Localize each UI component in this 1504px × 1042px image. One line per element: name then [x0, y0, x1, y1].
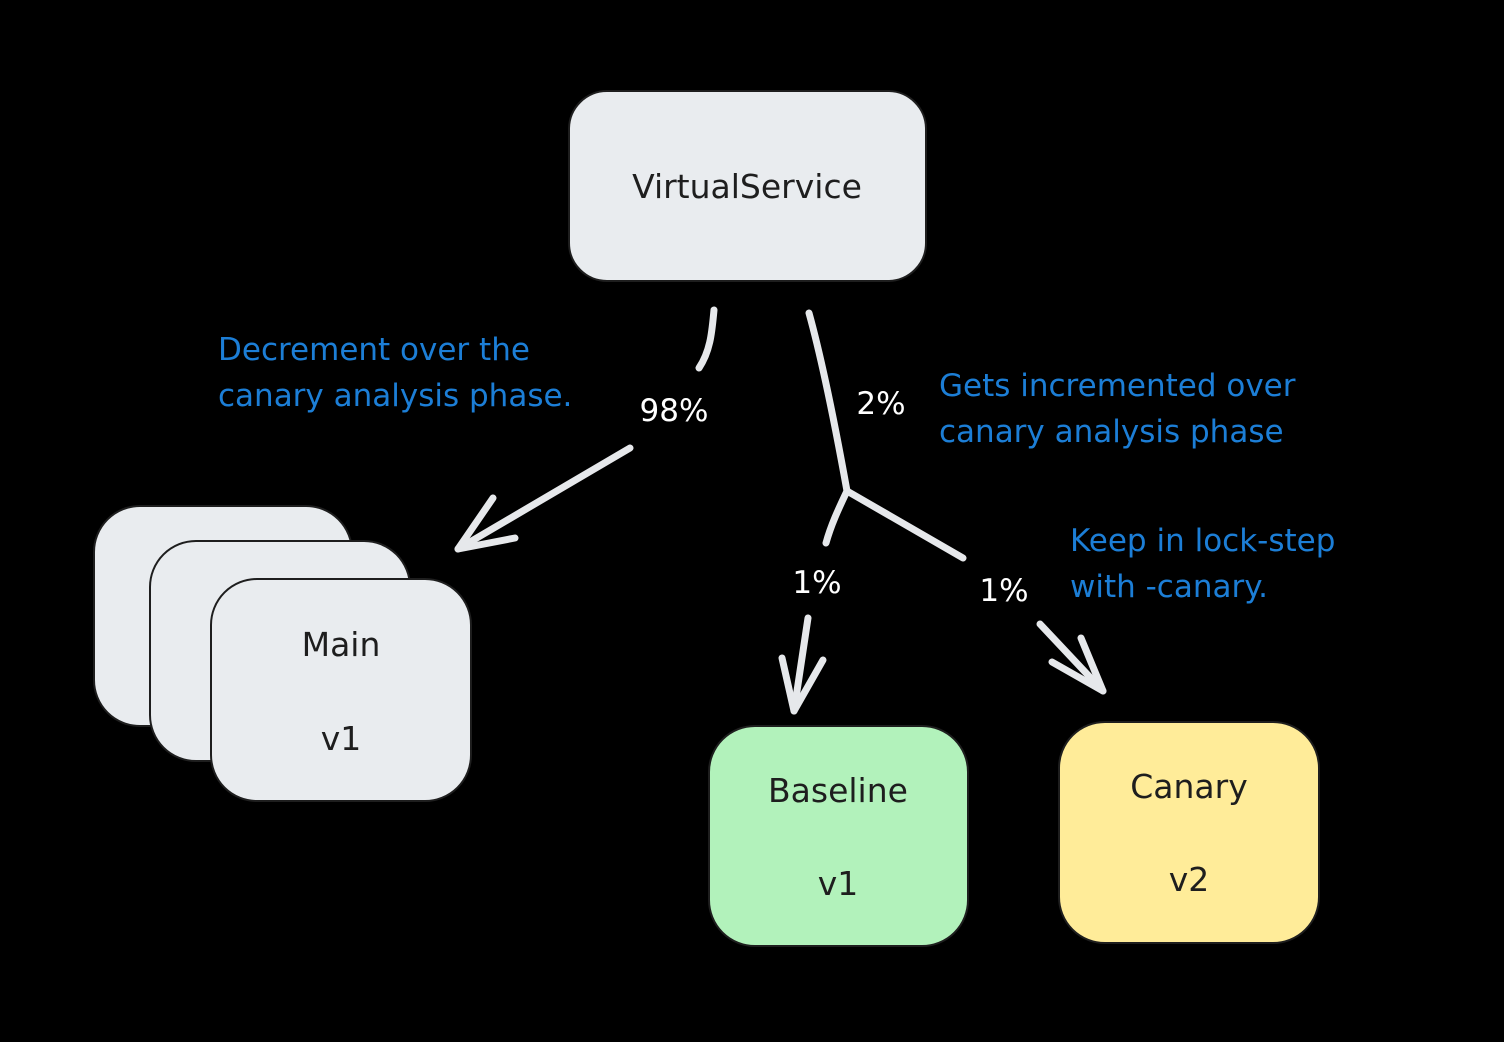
annotation-increment-line2: canary analysis phase: [939, 414, 1284, 450]
canary-node[interactable]: Canary v2: [1058, 721, 1320, 944]
edge-to-main-arrowhead: [454, 494, 519, 553]
edge-to-canary-line-top: [843, 487, 967, 562]
edge-to-main-label: 98%: [640, 393, 709, 429]
edge-to-baseline-line-top: [822, 487, 851, 547]
virtual-service-box: [568, 90, 927, 282]
main-node-title: Main: [302, 625, 381, 664]
annotation-decrement-line1: Decrement over the: [218, 332, 530, 368]
baseline-version: v1: [818, 864, 859, 903]
annotation-decrement-line2: canary analysis phase.: [218, 378, 572, 414]
edge-to-split-label: 2%: [856, 386, 905, 422]
baseline-box: [708, 725, 969, 947]
virtual-service-node[interactable]: VirtualService: [568, 90, 927, 282]
main-node-stack[interactable]: Main v1: [93, 505, 472, 802]
canary-version: v2: [1169, 860, 1210, 899]
baseline-node[interactable]: Baseline v1: [708, 725, 969, 947]
edge-to-canary-label: 1%: [979, 573, 1028, 609]
edge-to-main[interactable]: 98%: [454, 306, 718, 553]
edge-to-baseline-arrowhead: [778, 654, 827, 715]
edge-to-baseline[interactable]: 1%: [778, 487, 851, 715]
annotation-lockstep-line1: Keep in lock-step: [1070, 523, 1335, 559]
edge-to-main-line-bottom: [454, 444, 634, 553]
annotation-decrement: Decrement over the canary analysis phase…: [218, 332, 572, 414]
edge-to-baseline-label: 1%: [792, 565, 841, 601]
main-node-version: v1: [321, 719, 362, 758]
annotation-increment-line1: Gets incremented over: [939, 368, 1296, 404]
edge-to-main-line-top: [695, 306, 718, 372]
edge-to-canary-line-bottom: [1036, 620, 1107, 695]
edge-to-split[interactable]: 2%: [805, 309, 906, 495]
virtual-service-label: VirtualService: [632, 167, 862, 206]
edge-to-baseline-line-bottom: [790, 614, 812, 715]
annotation-increment: Gets incremented over canary analysis ph…: [939, 368, 1296, 450]
edge-to-split-line: [805, 309, 851, 495]
canary-title: Canary: [1130, 767, 1248, 806]
edge-to-canary-arrowhead: [1048, 634, 1107, 695]
annotation-lockstep-line2: with -canary.: [1070, 569, 1268, 605]
edge-to-canary[interactable]: 1%: [843, 487, 1107, 695]
canary-box: [1058, 721, 1320, 944]
baseline-title: Baseline: [768, 771, 908, 810]
main-node-front: [210, 578, 472, 802]
annotation-lockstep: Keep in lock-step with -canary.: [1070, 523, 1335, 605]
